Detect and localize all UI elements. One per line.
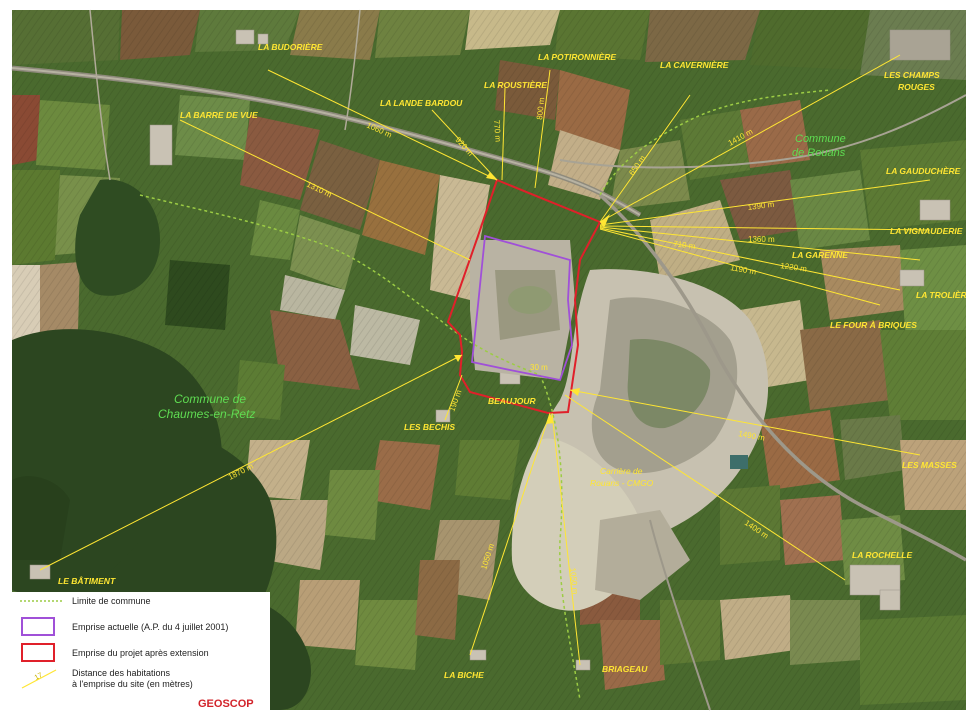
distance-label: 800 m <box>535 97 546 120</box>
distance-arrowheads <box>454 172 610 424</box>
project-extent-outline[interactable] <box>446 178 602 415</box>
place-la-gauduchere: LA GAUDUCHÈRE <box>886 166 961 176</box>
commune-rouans-label-2: de Rouans <box>792 147 846 159</box>
place-le-four-a-briques: LE FOUR À BRIQUES <box>830 320 917 330</box>
place-la-budoriere: LA BUDORIÈRE <box>258 42 323 52</box>
commune-chaumes-label-2: Chaumes-en-Retz <box>158 407 255 421</box>
place-la-troliere: LA TROLIÈRE <box>916 290 966 300</box>
place-rouges: ROUGES <box>898 82 935 92</box>
distance-label: 1220 m <box>780 261 808 274</box>
distance-label: 770 m <box>492 120 503 143</box>
place-les-bechis: LES BECHIS <box>404 422 455 432</box>
commune-limit-line <box>139 194 541 376</box>
place-le-batiment: LE BÂTIMENT <box>58 575 116 586</box>
legend-current-extent: Emprise actuelle (A.P. du 4 juillet 2001… <box>72 622 228 632</box>
legend-commune-limit: Limite de commune <box>72 596 151 606</box>
distance-label: 30 m <box>530 363 548 372</box>
place-la-lande-bardou: LA LANDE BARDOU <box>380 98 463 108</box>
geoscop-logo: GEOSCOP <box>198 698 254 710</box>
legend-project-extent: Emprise du projet après extension <box>72 648 209 658</box>
distance-label: 710 m <box>673 239 697 251</box>
quarry-label-2: Rouans - CMGO <box>590 478 654 488</box>
roads <box>11 9 966 711</box>
commune-chaumes-label-1: Commune de <box>174 392 246 406</box>
place-la-roustiere: LA ROUSTIÈRE <box>484 80 547 90</box>
legend: Limite de commune Emprise actuelle (A.P.… <box>12 592 270 710</box>
place-beaujour: BEAUJOUR <box>488 396 537 406</box>
legend-project-swatch <box>21 643 55 662</box>
quarry-label-1: Carrière de <box>600 466 643 476</box>
place-la-caverniere: LA CAVERNIÈRE <box>660 60 729 70</box>
distance-lines <box>39 54 931 666</box>
legend-distance-swatch <box>21 669 57 689</box>
place-la-barre-de-vue: LA BARRE DE VUE <box>180 110 258 120</box>
current-extent-outline[interactable] <box>471 234 573 382</box>
place-la-biche: LA BICHE <box>444 670 484 680</box>
place-la-rochelle: LA ROCHELLE <box>852 550 912 560</box>
legend-distance-line-2: à l'emprise du site (en mètres) <box>72 679 193 689</box>
legend-distance-sample: 17 <box>34 672 44 682</box>
legend-distance-line-1: Distance des habitations <box>72 668 171 678</box>
place-les-champs: LES CHAMPS <box>884 70 940 80</box>
legend-current-swatch <box>21 617 55 636</box>
distance-label: 1390 m <box>747 200 775 212</box>
distance-label: 1360 m <box>748 235 775 244</box>
place-briageau: BRIAGEAU <box>602 664 648 674</box>
distance-label: 1050 m <box>568 567 580 595</box>
place-la-potironniere: LA POTIRONNIÈRE <box>538 52 616 62</box>
commune-rouans-label-1: Commune <box>795 133 846 145</box>
place-la-garenne: LA GARENNE <box>792 250 848 260</box>
place-la-vignauderie: LA VIGNAUDERIE <box>890 226 963 236</box>
place-les-masses: LES MASSES <box>902 460 957 470</box>
